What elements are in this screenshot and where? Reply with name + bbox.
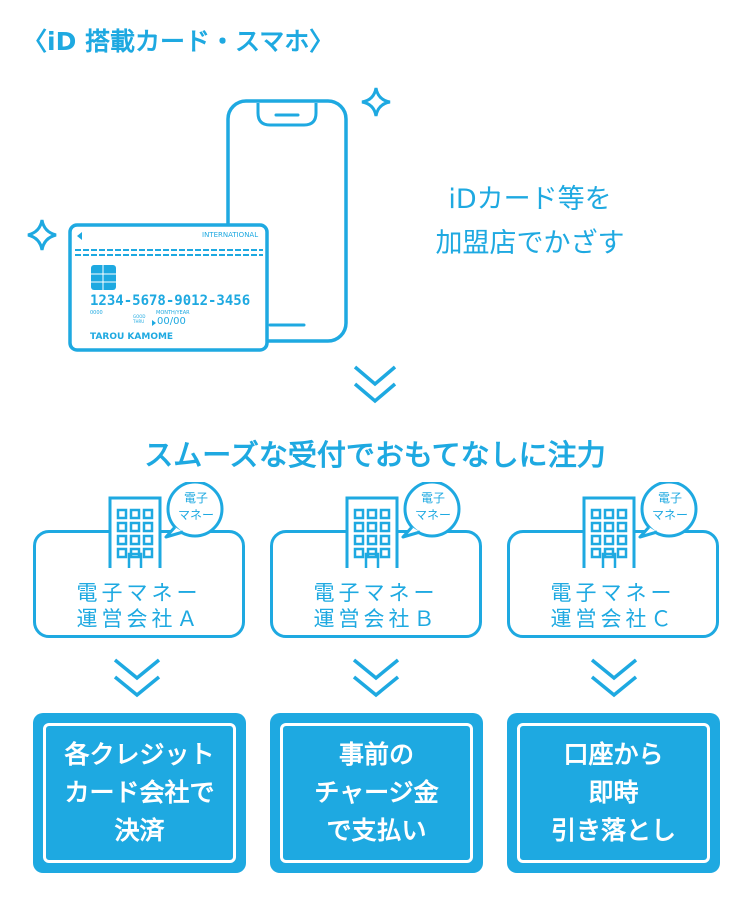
- payment-line: 即時: [588, 778, 639, 807]
- payment-method-box: 口座から 即時 引き落とし: [507, 713, 720, 873]
- payment-method-box: 事前の チャージ金 で支払い: [270, 713, 483, 873]
- e-money-bubble: 電子 マネー: [171, 490, 221, 524]
- bubble-line: 電子: [420, 491, 445, 505]
- bubble-line: マネー: [177, 508, 214, 522]
- chevron-down-icon: [352, 658, 400, 698]
- page-title: 〈iD 搭載カード・スマホ〉: [22, 27, 335, 56]
- card-expiry: 00/00: [157, 316, 186, 327]
- company-name: 電子マネー 運営会社Ａ: [33, 580, 245, 632]
- company-name-line: 運営会社Ｃ: [550, 607, 676, 631]
- company-name: 電子マネー 運営会社Ｃ: [507, 580, 719, 632]
- card-number: 1234-5678-9012-3456: [90, 293, 251, 309]
- e-money-bubble: 電子 マネー: [645, 490, 695, 524]
- bubble-line: マネー: [414, 508, 451, 522]
- payment-line: で支払い: [326, 816, 427, 845]
- payment-line: チャージ金: [314, 778, 439, 807]
- company-name-line: 電子マネー: [550, 581, 676, 605]
- bubble-line: マネー: [651, 508, 688, 522]
- payment-line: 決済: [114, 816, 165, 845]
- card-holder: TAROU KAMOME: [90, 332, 174, 342]
- company-name: 電子マネー 運営会社Ｂ: [270, 580, 482, 632]
- chevron-down-icon: [353, 365, 397, 404]
- tap-line-1: iDカード等を: [448, 184, 612, 215]
- building-icon: [108, 482, 224, 568]
- payment-line: 引き落とし: [550, 816, 676, 845]
- building-icon: [582, 482, 698, 568]
- bubble-line: 電子: [183, 491, 208, 505]
- card-small-number: 0000: [90, 310, 103, 316]
- sparkle-icon: [361, 87, 391, 117]
- sparkle-icon: [27, 219, 57, 251]
- tap-instruction: iDカード等を 加盟店でかざす: [390, 178, 670, 266]
- e-money-bubble: 電子 マネー: [408, 490, 458, 524]
- payment-line: 各クレジット: [64, 740, 215, 769]
- company-name-line: 運営会社Ｂ: [313, 607, 439, 631]
- company-name-line: 電子マネー: [76, 581, 202, 605]
- card-month-year: MONTH/YEAR: [156, 310, 190, 316]
- company-name-line: 運営会社Ａ: [76, 607, 202, 631]
- chevron-down-icon: [590, 658, 638, 698]
- chevron-down-icon: [113, 658, 161, 698]
- payment-line: カード会社で: [64, 778, 215, 807]
- tap-line-2: 加盟店でかざす: [435, 228, 625, 259]
- payment-method-box: 各クレジット カード会社で 決済: [33, 713, 246, 873]
- credit-card-icon: [68, 223, 269, 352]
- headline: スムーズな受付でおもてなしに注力: [144, 438, 606, 472]
- payment-line: 口座から: [563, 740, 664, 769]
- company-name-line: 電子マネー: [313, 581, 439, 605]
- card-good-thru: GOOD THRU: [133, 314, 146, 324]
- building-icon: [345, 482, 461, 568]
- payment-line: 事前の: [338, 740, 414, 769]
- bubble-line: 電子: [657, 491, 682, 505]
- card-brand: INTERNATIONAL: [202, 231, 259, 239]
